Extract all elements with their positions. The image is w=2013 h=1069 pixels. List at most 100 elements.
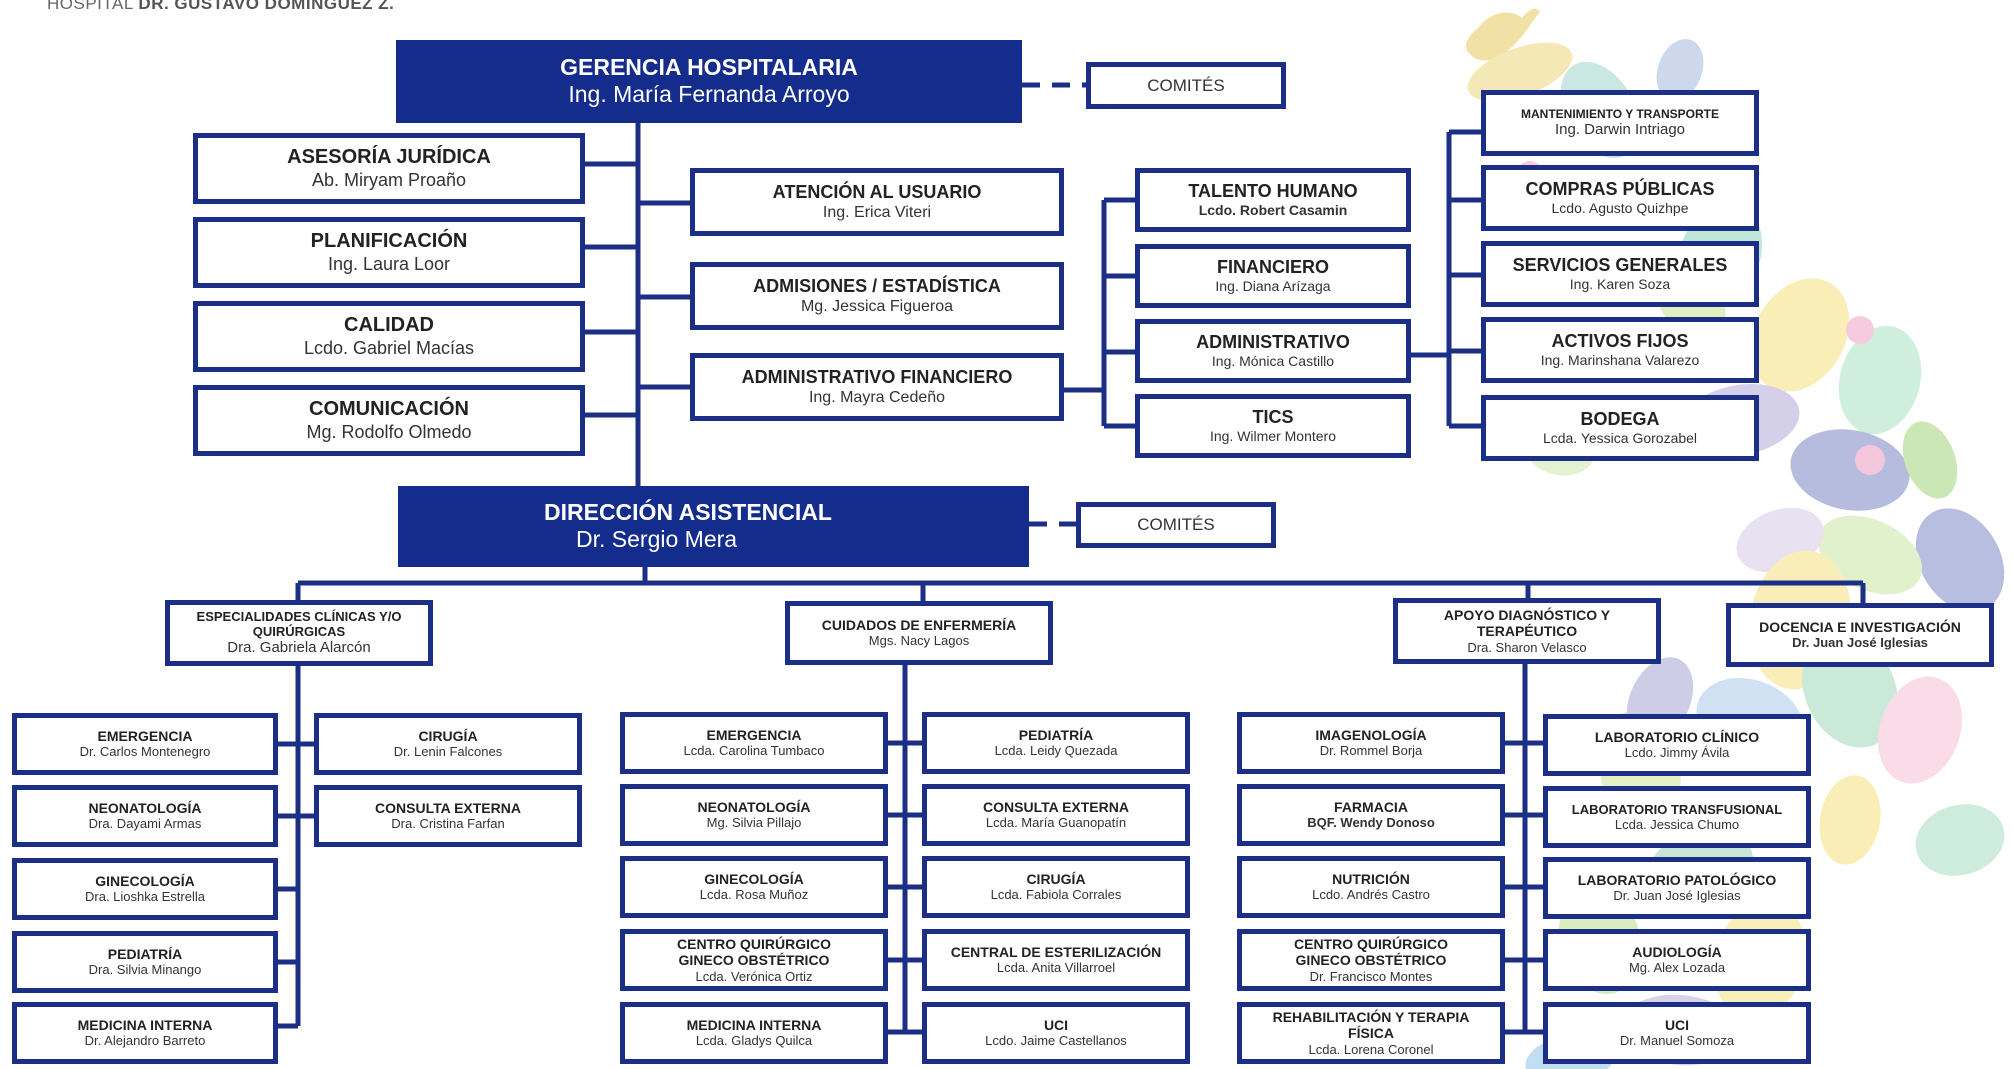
- unit-name: Lcdo. Jimmy Ávila: [1624, 745, 1730, 761]
- admin-box-activos: ACTIVOS FIJOS Ing. Marinshana Valarezo: [1481, 317, 1759, 383]
- unit-title: CONSULTA EXTERNA: [375, 799, 521, 816]
- esp-left-box: NEONATOLOGÍA Dra. Dayami Armas: [12, 785, 278, 847]
- apo-left-box: REHABILITACIÓN Y TERAPIA FÍSICA Lcda. Lo…: [1237, 1002, 1505, 1064]
- unit-name: Mg. Alex Lozada: [1628, 960, 1726, 976]
- area-name: Mgs. Nacy Lagos: [868, 633, 970, 649]
- unit-name: BQF. Wendy Donoso: [1307, 815, 1435, 831]
- hospital-header: HOSPITAL DR. GUSTAVO DOMÍNGUEZ Z.: [47, 0, 394, 14]
- staff-box-calidad: CALIDAD Lcdo. Gabriel Macías: [193, 301, 585, 372]
- mid-title: ADMINISTRATIVO FINANCIERO: [741, 366, 1013, 387]
- staff-box-planificacion: PLANIFICACIÓN Ing. Laura Loor: [193, 217, 585, 288]
- unit-title: CONSULTA EXTERNA: [983, 798, 1129, 815]
- admin-title: SERVICIOS GENERALES: [1512, 254, 1728, 275]
- enf-left-box: NEONATOLOGÍA Mg. Silvia Pillajo: [620, 784, 888, 846]
- apo-left-box: NUTRICIÓN Lcdo. Andrés Castro: [1237, 856, 1505, 918]
- enf-right-box: UCI Lcdo. Jaime Castellanos: [922, 1002, 1190, 1064]
- area-box-especialidades: ESPECIALIDADES CLÍNICAS Y/O QUIRÚRGICAS …: [165, 600, 433, 666]
- unit-title: MEDICINA INTERNA: [77, 1016, 213, 1033]
- area-title: CUIDADOS DE ENFERMERÍA: [821, 616, 1017, 633]
- apo-right-box: UCI Dr. Manuel Somoza: [1543, 1002, 1811, 1064]
- staff-box-asesoria: ASESORÍA JURÍDICA Ab. Miryam Proaño: [193, 133, 585, 204]
- adminfin-name: Ing. Mónica Castillo: [1211, 353, 1335, 370]
- admin-title: BODEGA: [1580, 408, 1660, 429]
- unit-name: Lcda. Anita Villarroel: [996, 960, 1116, 976]
- area-box-apoyo: APOYO DIAGNÓSTICO Y TERAPÉUTICO Dra. Sha…: [1393, 598, 1661, 664]
- unit-title: FARMACIA: [1334, 798, 1408, 815]
- adminfin-name: Ing. Diana Arízaga: [1215, 278, 1331, 295]
- esp-left-box: GINECOLOGÍA Dra. Lioshka Estrella: [12, 858, 278, 920]
- admin-box-bodega: BODEGA Lcda. Yessica Gorozabel: [1481, 395, 1759, 461]
- esp-left-box: MEDICINA INTERNA Dr. Alejandro Barreto: [12, 1002, 278, 1064]
- unit-title: CIRUGÍA: [418, 727, 478, 744]
- admin-name: Ing. Marinshana Valarezo: [1540, 352, 1700, 369]
- unit-name: Dra. Dayami Armas: [88, 816, 202, 832]
- unit-title: LABORATORIO CLÍNICO: [1594, 728, 1760, 745]
- unit-name: Dr. Manuel Somoza: [1619, 1033, 1735, 1049]
- staff-name: Lcdo. Gabriel Macías: [303, 337, 475, 358]
- enf-right-box: CIRUGÍA Lcda. Fabiola Corrales: [922, 856, 1190, 918]
- enf-left-box: GINECOLOGÍA Lcda. Rosa Muñoz: [620, 856, 888, 918]
- gerencia-comites-label: COMITÉS: [1147, 75, 1225, 95]
- area-box-enfermeria: CUIDADOS DE ENFERMERÍA Mgs. Nacy Lagos: [785, 601, 1053, 665]
- unit-title: PEDIATRÍA: [1018, 726, 1094, 743]
- enf-right-box: CENTRAL DE ESTERILIZACIÓN Lcda. Anita Vi…: [922, 929, 1190, 991]
- adminfin-box-tics: TICS Ing. Wilmer Montero: [1135, 394, 1411, 458]
- enf-left-box: MEDICINA INTERNA Lcda. Gladys Quilca: [620, 1002, 888, 1064]
- apo-left-box: FARMACIA BQF. Wendy Donoso: [1237, 784, 1505, 846]
- adminfin-name: Ing. Wilmer Montero: [1209, 428, 1337, 445]
- unit-name: Dr. Alejandro Barreto: [84, 1033, 206, 1049]
- unit-name: Lcda. Jessica Chumo: [1614, 816, 1740, 832]
- enf-left-box: CENTRO QUIRÚRGICO GINECO OBSTÉTRICO Lcda…: [620, 929, 888, 991]
- adminfin-title: TICS: [1252, 406, 1294, 427]
- admin-box-compras: COMPRAS PÚBLICAS Lcdo. Agusto Quizhpe: [1481, 165, 1759, 231]
- unit-title: LABORATORIO TRANSFUSIONAL: [1571, 801, 1783, 817]
- header-hospital-name: DR. GUSTAVO DOMÍNGUEZ Z.: [138, 0, 395, 13]
- unit-title: CENTRO QUIRÚRGICO GINECO OBSTÉTRICO: [677, 935, 831, 969]
- staff-box-comunicacion: COMUNICACIÓN Mg. Rodolfo Olmedo: [193, 385, 585, 456]
- mid-name: Ing. Erica Viteri: [822, 204, 932, 222]
- staff-title: CALIDAD: [344, 313, 434, 336]
- unit-name: Dra. Silvia Minango: [88, 962, 202, 978]
- direccion-comites-box: COMITÉS: [1076, 502, 1276, 548]
- unit-name: Dr. Juan José Iglesias: [1613, 888, 1741, 904]
- gerencia-box: GERENCIA HOSPITALARIA Ing. María Fernand…: [396, 40, 1022, 123]
- area-title: DOCENCIA E INVESTIGACIÓN: [1759, 618, 1961, 635]
- unit-title: MEDICINA INTERNA: [686, 1016, 822, 1033]
- unit-name: Lcda. Leidy Quezada: [994, 743, 1118, 759]
- mid-title: ADMISIONES / ESTADÍSTICA: [753, 275, 1001, 296]
- direccion-title: DIRECCIÓN ASISTENCIAL: [544, 499, 832, 526]
- adminfin-title: TALENTO HUMANO: [1188, 180, 1358, 201]
- gerencia-title: GERENCIA HOSPITALARIA: [560, 54, 858, 81]
- unit-title: CIRUGÍA: [1026, 870, 1086, 887]
- unit-name: Lcda. Lorena Coronel: [1308, 1041, 1434, 1057]
- mid-box-administrativo-financiero: ADMINISTRATIVO FINANCIERO Ing. Mayra Ced…: [690, 353, 1064, 421]
- unit-name: Lcdo. Jaime Castellanos: [985, 1033, 1127, 1049]
- dove-icon: [1465, 8, 1540, 61]
- adminfin-box-administrativo: ADMINISTRATIVO Ing. Mónica Castillo: [1135, 319, 1411, 383]
- area-name: Dra. Gabriela Alarcón: [227, 639, 371, 657]
- enf-right-box: CONSULTA EXTERNA Lcda. María Guanopatín: [922, 784, 1190, 846]
- unit-title: EMERGENCIA: [97, 727, 193, 744]
- admin-name: Lcdo. Agusto Quizhpe: [1551, 200, 1689, 217]
- staff-title: COMUNICACIÓN: [309, 397, 469, 420]
- staff-name: Ing. Laura Loor: [327, 253, 451, 274]
- unit-title: CENTRO QUIRÚRGICO GINECO OBSTÉTRICO: [1294, 935, 1448, 969]
- unit-name: Dr. Rommel Borja: [1319, 743, 1423, 759]
- mid-name: Ing. Mayra Cedeño: [808, 389, 946, 407]
- unit-name: Lcda. Verónica Ortiz: [695, 968, 813, 984]
- unit-title: PEDIATRÍA: [107, 945, 183, 962]
- adminfin-box-financiero: FINANCIERO Ing. Diana Arízaga: [1135, 244, 1411, 308]
- apo-right-box: LABORATORIO TRANSFUSIONAL Lcda. Jessica …: [1543, 786, 1811, 848]
- staff-title: ASESORÍA JURÍDICA: [287, 145, 491, 168]
- esp-right-box: CIRUGÍA Dr. Lenin Falcones: [314, 713, 582, 775]
- area-title: APOYO DIAGNÓSTICO Y TERAPÉUTICO: [1443, 606, 1611, 640]
- enf-left-box: EMERGENCIA Lcda. Carolina Tumbaco: [620, 712, 888, 774]
- admin-title: COMPRAS PÚBLICAS: [1525, 178, 1715, 199]
- admin-name: Ing. Darwin Intriago: [1554, 121, 1686, 139]
- unit-title: GINECOLOGÍA: [704, 870, 804, 887]
- esp-left-box: PEDIATRÍA Dra. Silvia Minango: [12, 931, 278, 993]
- admin-name: Lcda. Yessica Gorozabel: [1542, 430, 1698, 447]
- area-box-docencia: DOCENCIA E INVESTIGACIÓN Dr. Juan José I…: [1726, 603, 1994, 667]
- unit-title: LABORATORIO PATOLÓGICO: [1577, 871, 1777, 888]
- staff-title: PLANIFICACIÓN: [310, 229, 468, 252]
